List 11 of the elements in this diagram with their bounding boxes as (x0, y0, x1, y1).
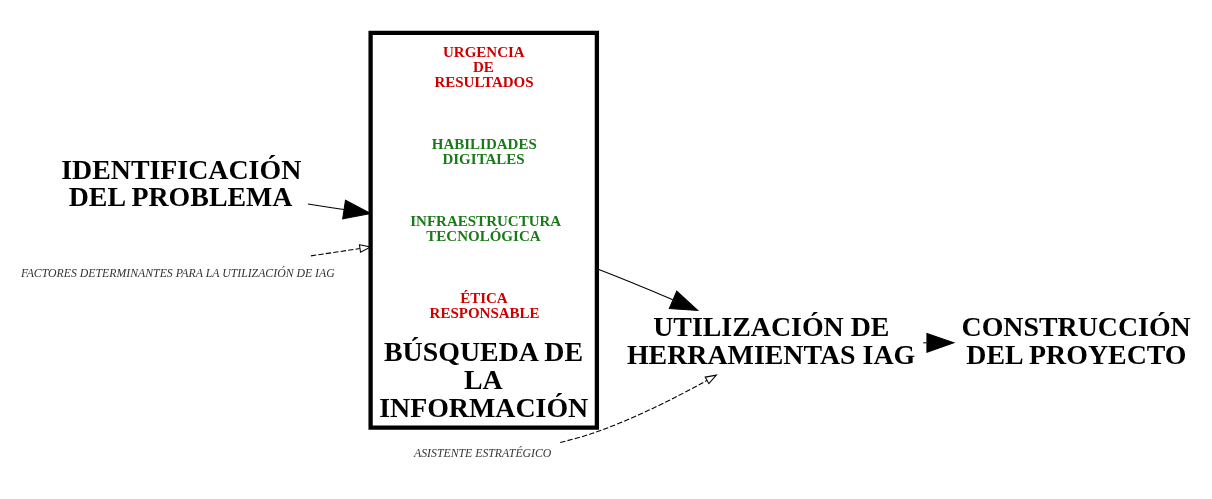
arrow (559, 374, 718, 443)
node-text: ASISTENTE ESTRATÉGICO (414, 446, 552, 461)
node-text: INFRAESTRUCTURA TECNOLÓGICA (410, 213, 562, 245)
node-text: HABILIDADES DIGITALES (431, 135, 537, 167)
node-text: IDENTIFICACIÓN DEL PROBLEMA (61, 153, 302, 213)
node-text: UTILIZACIÓN DE HERRAMIENTAS IAG (626, 311, 916, 371)
arrow (596, 268, 700, 312)
node-text: ÉTICA RESPONSABLE (429, 290, 540, 322)
node-text: CONSTRUCCIÓN DEL PROYECTO (961, 311, 1191, 371)
node-text: URGENCIA DE RESULTADOS (434, 43, 534, 90)
node-text: FACTORES DETERMINANTES PARA LA UTILIZACIÓN DE IAG (20, 266, 335, 281)
